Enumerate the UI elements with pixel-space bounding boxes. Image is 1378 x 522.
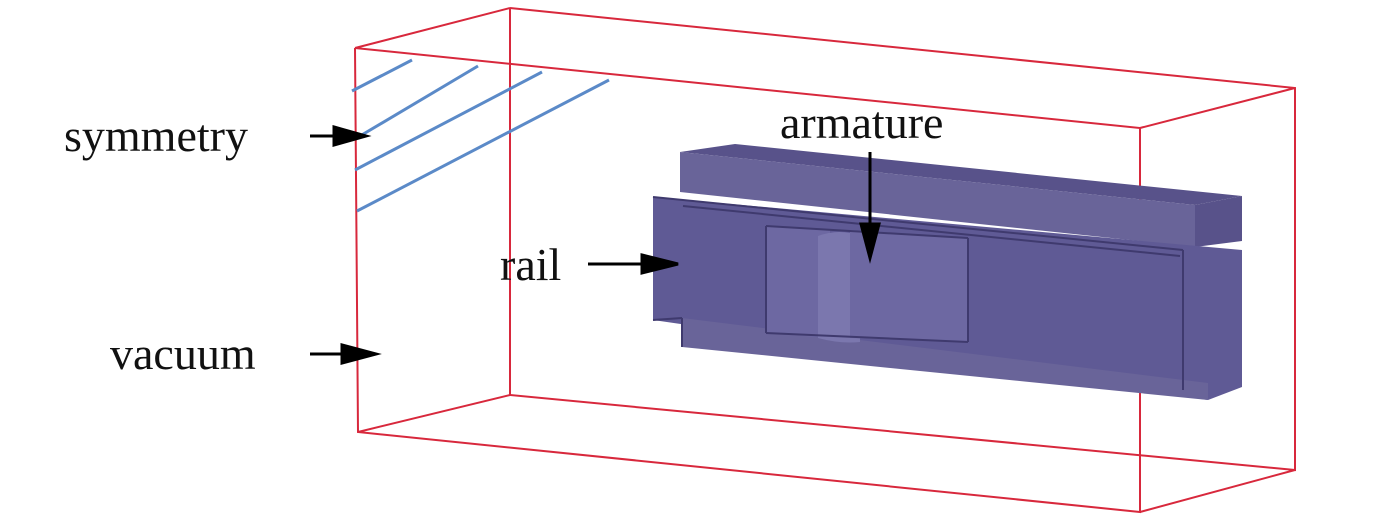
rail-upper-front bbox=[680, 152, 1195, 247]
rail-groove bbox=[652, 317, 683, 321]
armature-right-block bbox=[850, 230, 968, 342]
arrow-symmetry bbox=[310, 125, 372, 147]
symmetry-hatch bbox=[351, 58, 610, 213]
rail-lower-front bbox=[682, 318, 1208, 400]
label-vacuum: vacuum bbox=[110, 328, 256, 379]
hatch-line bbox=[354, 64, 479, 141]
annotation-arrows bbox=[310, 125, 881, 365]
rail-groove bbox=[652, 196, 1184, 251]
label-armature: armature bbox=[780, 97, 944, 148]
rail-upper-top bbox=[680, 144, 1242, 205]
vacuum-box bbox=[354, 7, 1296, 514]
arrow-armature bbox=[859, 152, 881, 264]
arrow-vacuum bbox=[310, 343, 382, 365]
armature-left-block bbox=[766, 226, 830, 338]
vacuum-box-edge bbox=[357, 394, 511, 433]
hatch-line bbox=[354, 70, 543, 172]
armature-curved-face bbox=[818, 232, 860, 343]
rail-groove bbox=[682, 205, 1181, 257]
rail-upper-end bbox=[1195, 196, 1242, 247]
armature-body bbox=[765, 225, 969, 343]
armature-edge bbox=[765, 332, 969, 343]
label-rail: rail bbox=[500, 239, 562, 290]
hatch-line bbox=[356, 78, 610, 213]
arrow-rail bbox=[588, 253, 679, 275]
vacuum-box-edge bbox=[354, 7, 511, 49]
hatch-line bbox=[351, 58, 413, 93]
vacuum-box-edge bbox=[1139, 87, 1296, 129]
vacuum-box-edge bbox=[1139, 469, 1296, 513]
label-symmetry: symmetry bbox=[64, 110, 248, 161]
